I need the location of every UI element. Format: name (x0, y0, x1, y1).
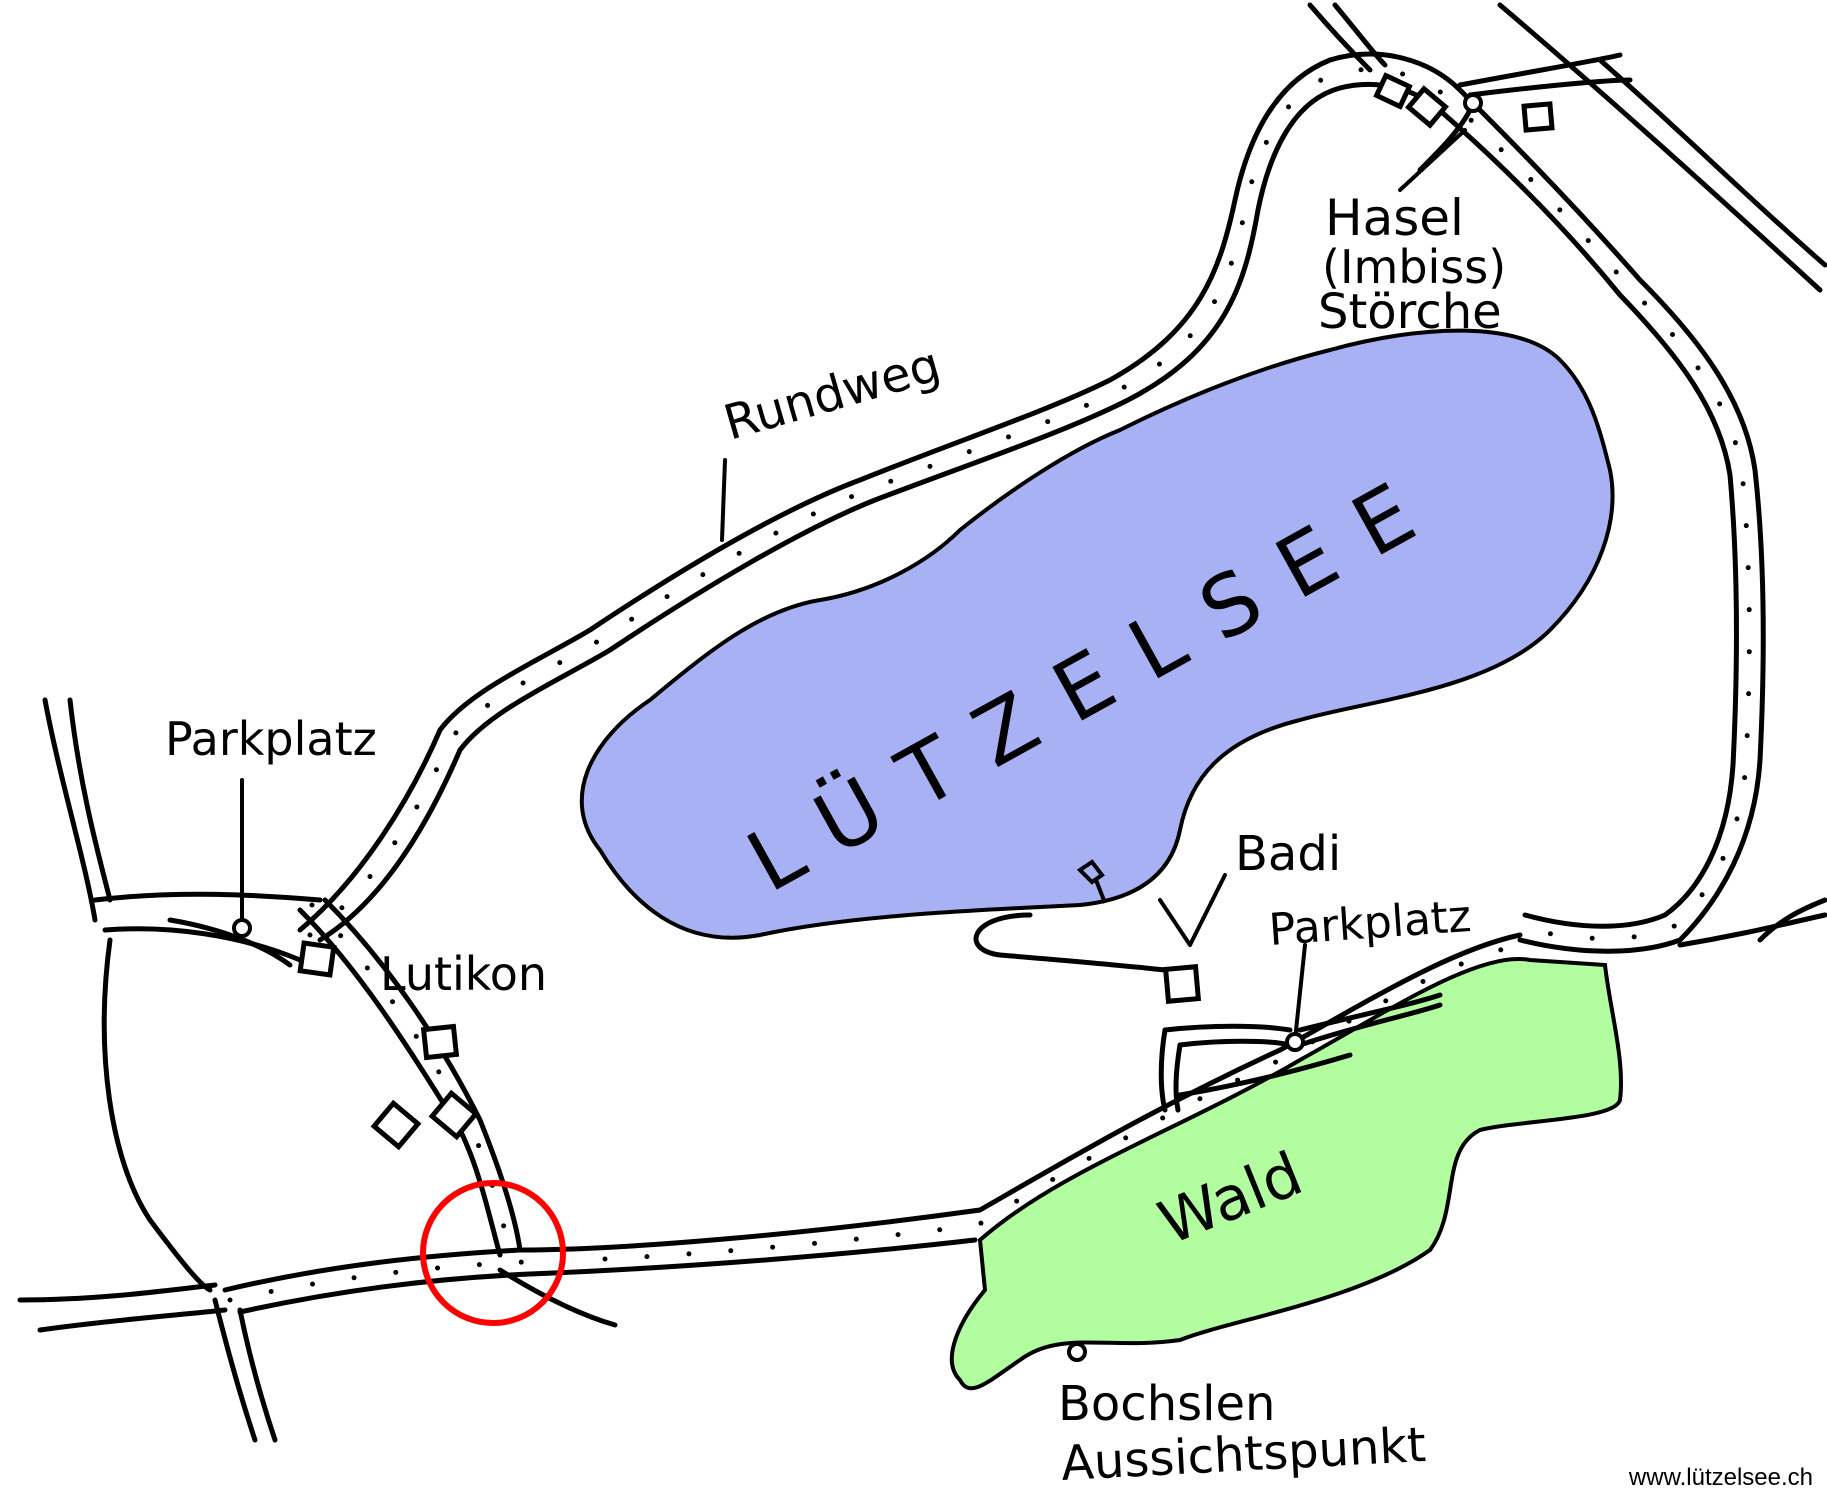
path-east-parking-5 (1297, 992, 1443, 1033)
pin-parking-west (232, 918, 252, 938)
house-lutikon-1 (297, 940, 337, 978)
path-east-parking-1 (1158, 1027, 1168, 1113)
path-east-parking-2 (1173, 1042, 1183, 1113)
road-southwest-2 (237, 1307, 278, 1443)
trail-label: Rundweg (718, 337, 947, 452)
trail-edge-inner (317, 82, 1739, 943)
road-northeast-2 (1467, 77, 1633, 98)
highlight-circle (420, 1180, 566, 1326)
road-southwest-3 (17, 1282, 218, 1303)
house-hasel-3 (1521, 101, 1555, 133)
house-badi (1162, 964, 1202, 1004)
road-southwest-4 (37, 1307, 228, 1333)
pointer-rundweg (720, 458, 727, 542)
trail-edge-outer (297, 51, 1766, 954)
road-east-2 (1677, 912, 1827, 948)
pin-hasel (1463, 93, 1483, 113)
badi-label: Badi (1235, 826, 1341, 882)
road-southwest-1 (212, 1297, 258, 1443)
lutikon-label: Lutikon (380, 947, 547, 1001)
road-south-main-2 (237, 1237, 978, 1315)
road-northeast-1 (1457, 52, 1623, 88)
path-east-parking-4 (1177, 1038, 1293, 1048)
parking-east-label: Parkplatz (1267, 891, 1473, 956)
forest-wald (949, 956, 1623, 1391)
path-east-parking-6 (1297, 1002, 1443, 1048)
road-northeast-diag-2 (1597, 57, 1827, 268)
road-west-inner (101, 937, 213, 1293)
jetty-icon (1076, 859, 1107, 904)
lake-luetzelsee (579, 328, 1615, 940)
road-south-branch (497, 1267, 618, 1328)
website-credit: www.lützelsee.ch (1628, 1464, 1813, 1491)
house-lutikon-4 (428, 1089, 480, 1141)
road-parking-west-3 (167, 917, 293, 968)
pointer-parking-east (1293, 943, 1307, 1042)
hasel-label-1: Hasel (1325, 189, 1464, 247)
house-hasel-1 (1373, 72, 1413, 110)
road-north-1 (1307, 2, 1373, 73)
road-lutikon-2 (322, 897, 523, 1253)
house-hasel-2 (1405, 85, 1449, 129)
house-lutikon-2 (420, 1023, 460, 1061)
pin-parking-east (1285, 1032, 1305, 1052)
house-lutikon-3 (370, 1099, 422, 1151)
parking-west-label: Parkplatz (165, 712, 377, 766)
hasel-label-3: Störche (1318, 284, 1502, 340)
hasel-label-2: (Imbiss) (1322, 240, 1506, 294)
viewpoint-label-1: Bochslen (1058, 1376, 1275, 1432)
road-north-2 (1332, 2, 1388, 68)
road-south-main-1 (222, 932, 1523, 1293)
path-east-parking-7 (1177, 1052, 1353, 1098)
road-northeast-diag-1 (1497, 2, 1823, 293)
pointer-badi-left (1158, 898, 1192, 947)
road-west-vertical (42, 697, 98, 923)
pointer-hasel (1398, 128, 1467, 192)
road-west-outer (67, 697, 113, 903)
path-badi (973, 912, 1168, 973)
road-parking-west-2 (102, 926, 303, 963)
pointer-badi (1188, 873, 1227, 947)
pin-viewpoint (1067, 1342, 1087, 1362)
path-east-parking-3 (1162, 1023, 1293, 1033)
road-east-1 (1757, 897, 1827, 943)
road-parking-west-1 (92, 891, 323, 903)
